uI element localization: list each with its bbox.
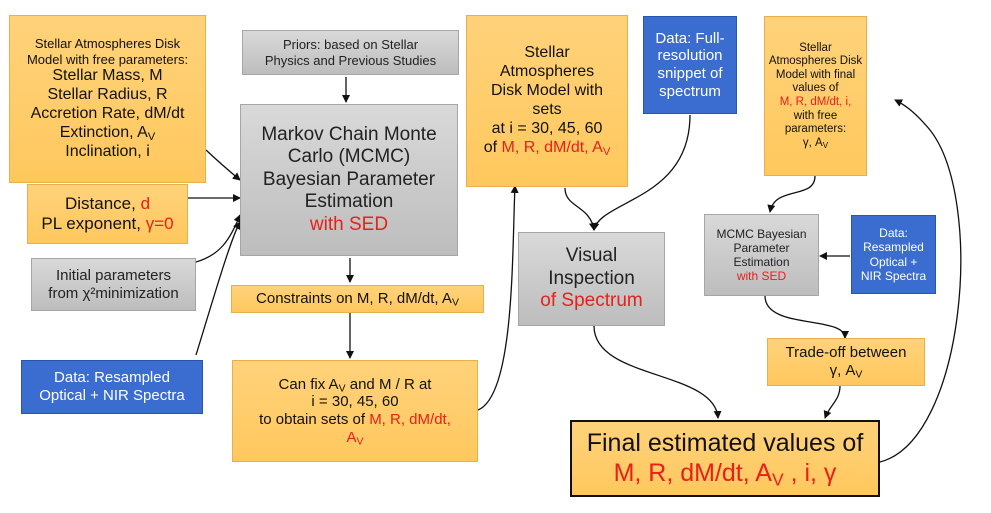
visual-inspection-box: Visual Inspection of Spectrum (518, 232, 665, 326)
tradeoff-line-2-sub: V (855, 368, 863, 381)
fix-line-3a: to obtain sets of (259, 411, 370, 428)
snippet-line-4: spectrum (659, 82, 721, 100)
fix-line-1a: Can fix A (278, 375, 339, 393)
mcmc-main-line-1: Markov Chain Monte (261, 123, 437, 145)
fix-line-2: i = 30, 45, 60 (311, 393, 399, 411)
model-sets-line-5: at i = 30, 45, 60 (491, 119, 603, 137)
priors-line-1: Priors: based on Stellar (282, 37, 419, 53)
tradeoff-line-1: Trade-off between (785, 344, 907, 362)
model-free-title-1: Stellar Atmospheres Disk (34, 36, 181, 52)
arrow-model-sets-to-visual (564, 187, 597, 231)
snippet-line-3: snippet of (657, 65, 723, 82)
fix-line-4: A (346, 428, 357, 446)
initial-params-box: Initial parameters from χ²minimization (31, 258, 196, 311)
model-free-title-2: Model with free parameters: (26, 51, 189, 67)
constraints-text: Constraints on M, R, dM/dt, A (256, 290, 452, 308)
data-left-line-1: Data: Resampled (54, 369, 170, 387)
mcmc-small-box: MCMC Bayesian Parameter Estimation with … (704, 214, 819, 296)
fix-line-3-red: M, R, dM/dt, (369, 411, 451, 428)
param-mass: Stellar Mass, M (52, 67, 163, 85)
arrow-snippet-to-visual (591, 114, 691, 231)
model-final-line-5: with free (793, 109, 838, 122)
final-values-box: Final estimated values of M, R, dM/dt, A… (570, 420, 880, 497)
constraints-sub: V (451, 296, 459, 309)
arrow-model-free-to-mcmc (205, 149, 241, 181)
arrow-model-final-to-mcmc-small (767, 175, 816, 213)
visual-red: of Spectrum (540, 290, 643, 312)
arrow-data-left-to-mcmc (195, 221, 241, 356)
initial-line-2: from χ²minimization (48, 284, 179, 302)
data-right-line-4: NIR Spectra (860, 268, 927, 283)
param-extinction-sub: V (147, 130, 156, 143)
arrow-mcmc-small-to-tradeoff (764, 295, 849, 339)
model-final-line-2: Atmospheres Disk (768, 55, 863, 68)
mcmc-main-line-2: Carlo (MCMC) (287, 146, 411, 168)
final-line-1: Final estimated values of (586, 429, 864, 457)
param-radius: Stellar Radius, R (47, 86, 168, 104)
arrow-tradeoff-to-final (823, 385, 841, 419)
data-left-line-2: Optical + NIR Spectra (39, 387, 185, 404)
model-final-line-1: Stellar (799, 41, 832, 54)
visual-line-2: Inspection (548, 267, 635, 289)
model-final-line-3: Model with final (775, 68, 856, 81)
model-final-red: M, R, dM/dt, i, (779, 96, 852, 108)
fix-line-4-sub: V (356, 435, 364, 448)
data-right-line-2: Resampled (863, 240, 924, 255)
model-sets-line-3: Disk Model with (490, 82, 604, 100)
model-final-box: Stellar Atmospheres Disk Model with fina… (764, 16, 867, 176)
tradeoff-box: Trade-off between γ, AV (767, 338, 925, 386)
param-accretion: Accretion Rate, dM/dt (30, 104, 185, 122)
model-final-line-7-sub: V (822, 140, 829, 150)
tradeoff-line-2: γ, A (829, 362, 856, 379)
fix-line-1b: and M / R at (345, 375, 432, 393)
priors-line-2: Physics and Previous Studies (264, 52, 437, 68)
model-sets-line-2: Atmospheres (499, 63, 595, 81)
distance-box: Distance, d PL exponent, γ=0 (27, 184, 188, 244)
param-inclination: Inclination, i (65, 142, 150, 160)
pl-exponent-label: PL exponent, (41, 214, 146, 233)
mcmc-small-line-3: Estimation (733, 255, 790, 269)
arrow-final-to-model-final (879, 99, 962, 463)
model-final-line-7: γ, A (802, 136, 823, 149)
mcmc-main-box: Markov Chain Monte Carlo (MCMC) Bayesian… (240, 104, 458, 256)
arrow-visual-to-final (593, 325, 722, 419)
data-snippet-box: Data: Full- resolution snippet of spectr… (643, 16, 737, 114)
snippet-line-2: resolution (657, 47, 723, 65)
final-red-sub: V (771, 468, 784, 489)
data-right-line-1: Data: (879, 226, 908, 241)
visual-line-1: Visual (565, 245, 618, 267)
data-resampled-right-box: Data: Resampled Optical + NIR Spectra (851, 215, 936, 294)
param-extinction: Extinction, A (59, 123, 148, 141)
initial-line-1: Initial parameters (55, 266, 172, 284)
model-final-line-6: parameters: (784, 123, 847, 136)
model-sets-box: Stellar Atmospheres Disk Model with sets… (466, 15, 628, 187)
model-free-params-box: Stellar Atmospheres Disk Model with free… (9, 15, 206, 183)
final-red-a: M, R, dM/dt, A (613, 458, 772, 487)
mcmc-small-line-1: MCMC Bayesian (716, 226, 807, 241)
mcmc-main-line-3: Bayesian Parameter (262, 168, 436, 190)
mcmc-small-line-2: Parameter (733, 240, 790, 255)
distance-value: d (140, 193, 151, 213)
fix-line-1-sub: V (338, 382, 346, 395)
model-sets-line-1: Stellar (524, 44, 570, 62)
pl-exponent-value: γ=0 (145, 214, 174, 233)
data-right-line-3: Optical + (869, 254, 918, 269)
data-resampled-left-box: Data: Resampled Optical + NIR Spectra (21, 360, 203, 414)
final-red-b: , i, γ (783, 458, 837, 487)
arrow-fix-to-model-sets (477, 185, 519, 411)
priors-box: Priors: based on Stellar Physics and Pre… (242, 30, 459, 75)
model-sets-red: M, R, dM/dt, A (501, 138, 603, 156)
model-sets-of: of (483, 138, 502, 156)
mcmc-main-with-sed: with SED (309, 213, 389, 235)
snippet-line-1: Data: Full- (655, 29, 725, 47)
model-sets-line-4: sets (532, 101, 562, 118)
constraints-box: Constraints on M, R, dM/dt, AV (231, 285, 484, 313)
model-final-line-4: values of (792, 82, 839, 95)
mcmc-main-line-4: Estimation (304, 191, 394, 213)
mcmc-small-with-sed: with SED (736, 269, 787, 284)
distance-label: Distance, (64, 193, 141, 213)
fix-params-box: Can fix AV and M / R at i = 30, 45, 60 t… (232, 360, 478, 462)
model-sets-red-sub: V (602, 145, 611, 158)
